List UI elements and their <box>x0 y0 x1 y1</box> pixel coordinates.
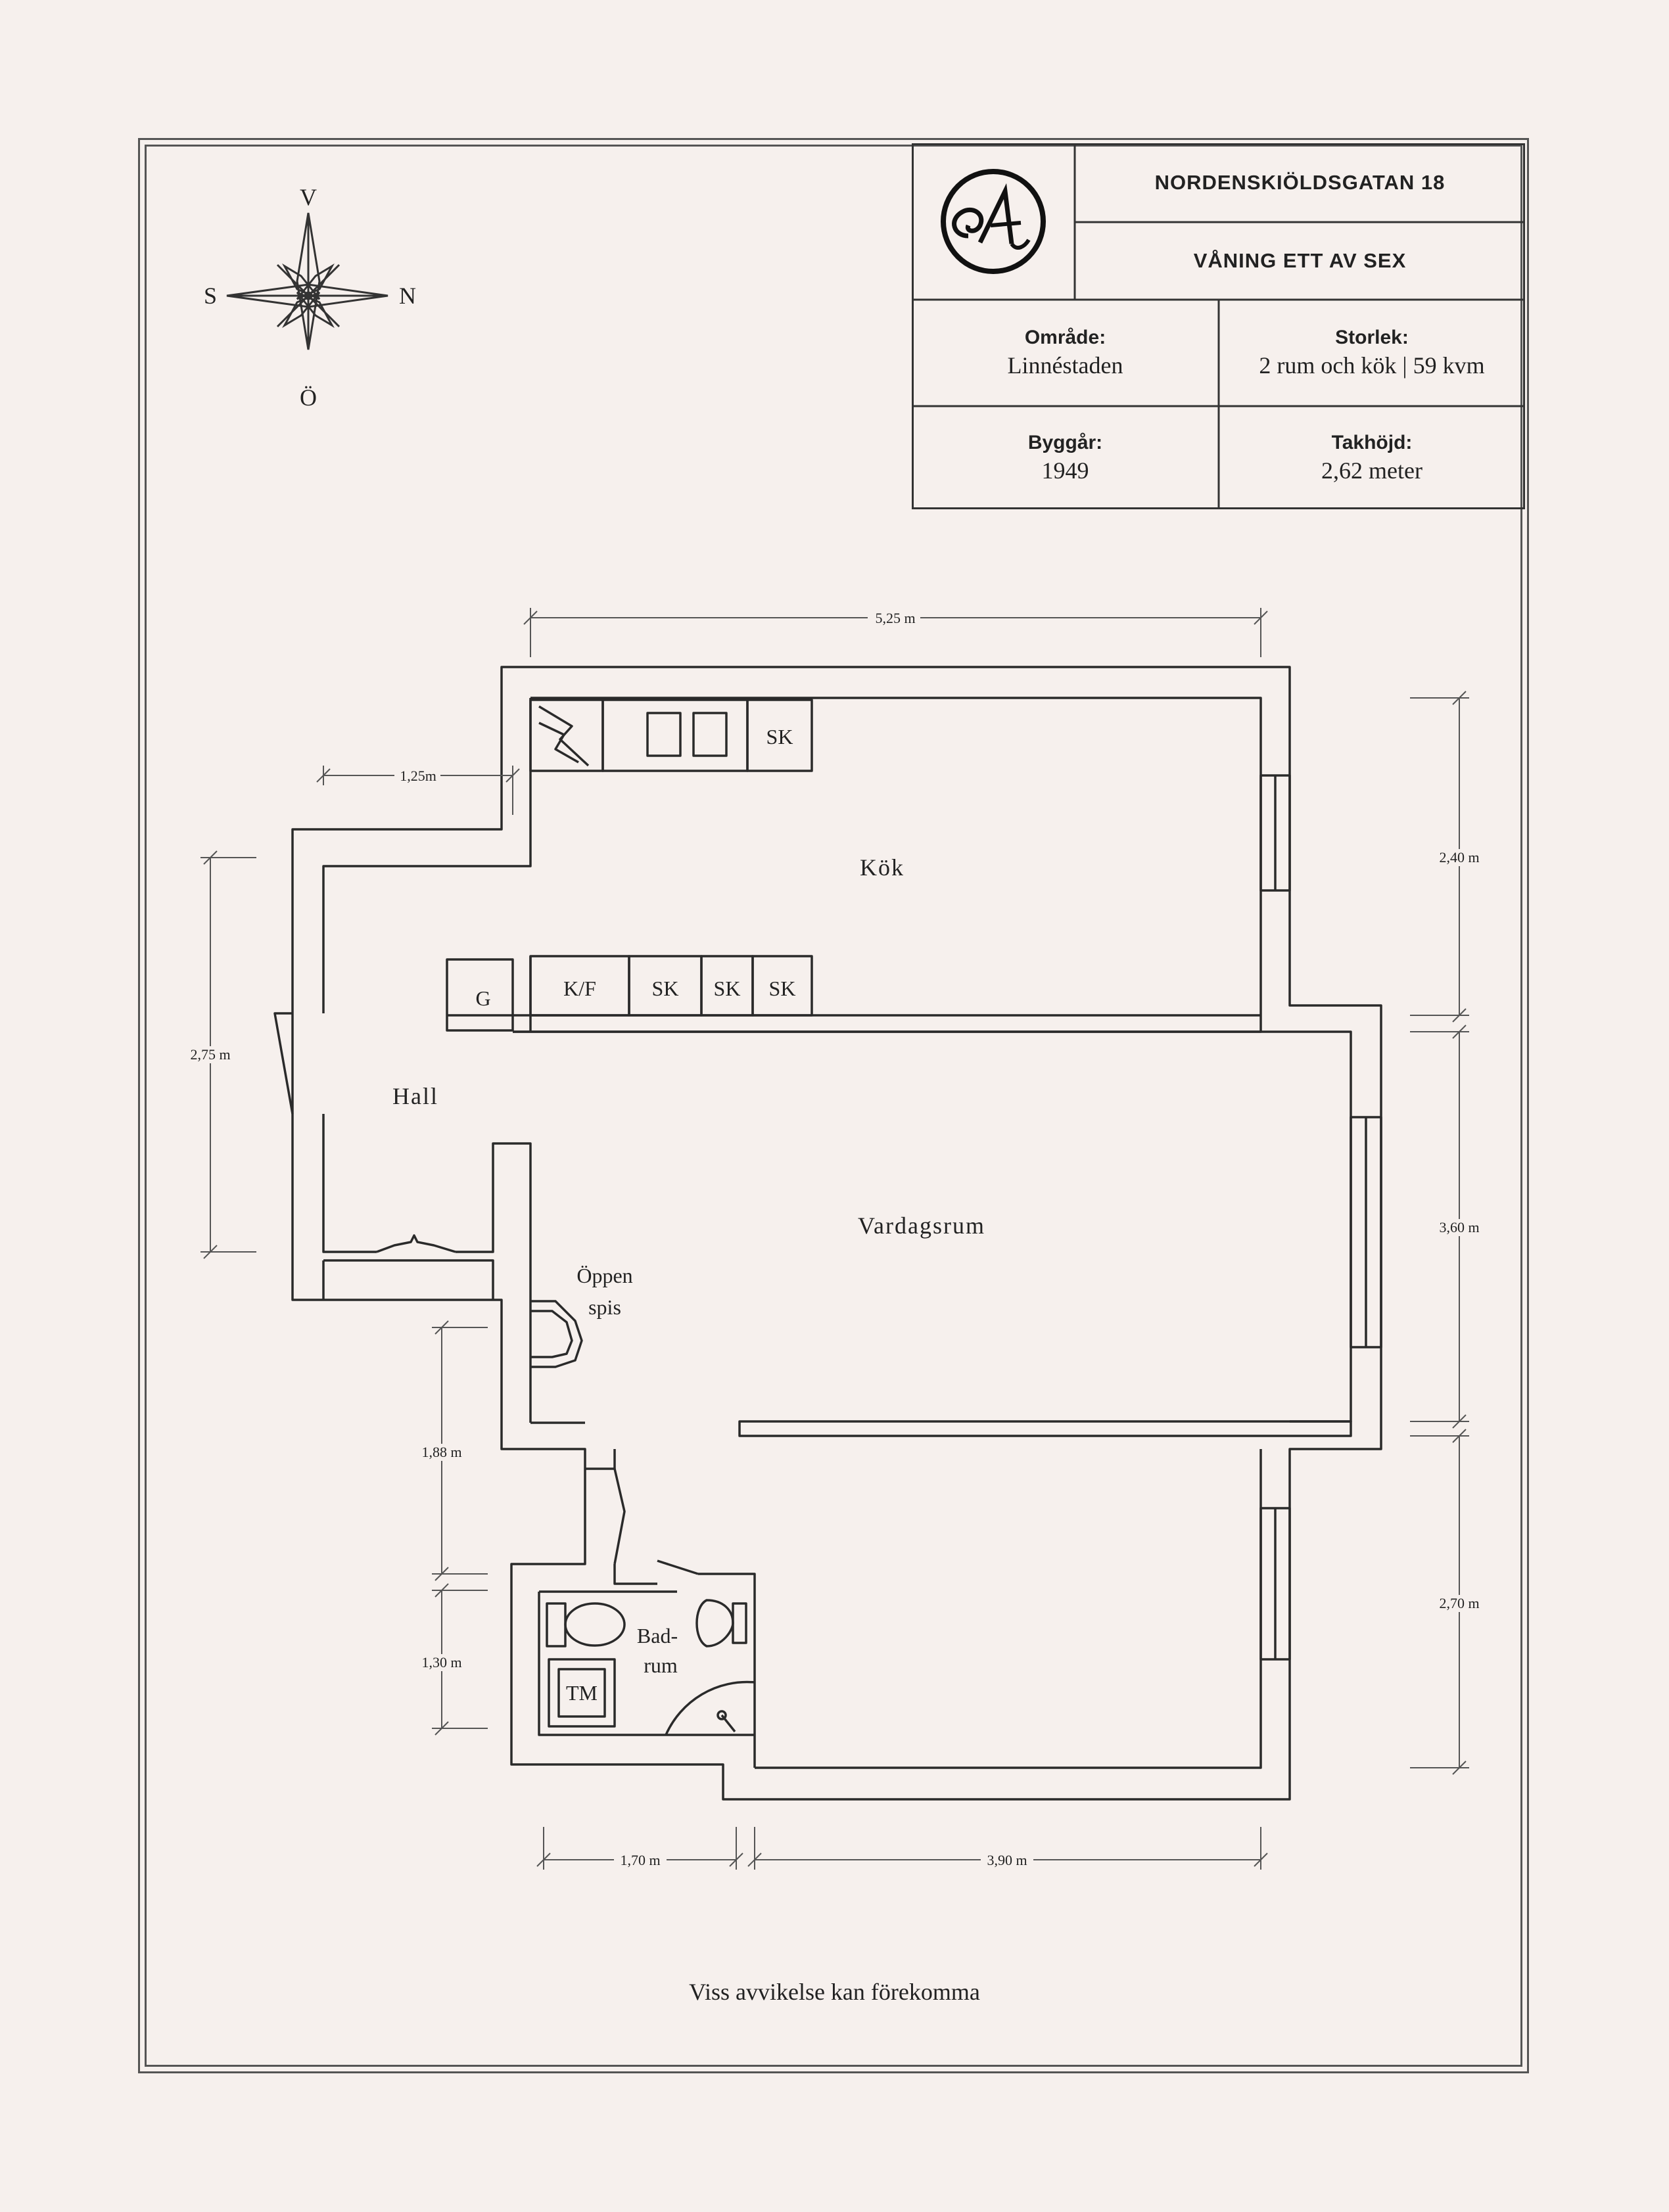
room-living-label: Vardagsrum <box>858 1212 985 1239</box>
size-value: 2 rum och kök | 59 kvm <box>1259 352 1485 379</box>
fireplace-label-2: spis <box>588 1295 621 1319</box>
walls <box>273 666 1382 1801</box>
dimension-labels: 5,25 m 1,25m 2,40 m 3,60 m 2,70 m 2,75 m… <box>184 610 1486 1868</box>
compass-rose-icon <box>226 212 388 350</box>
logo-monogram-icon <box>941 169 1046 274</box>
dim-hall-top: 1,25m <box>400 768 436 784</box>
dim-top: 5,25 m <box>875 610 915 626</box>
area-value: Linnéstaden <box>1007 352 1123 379</box>
fixture-sk-1: SK <box>652 977 679 1000</box>
compass-west-label: S <box>204 283 217 309</box>
dim-bottom-bedroom: 3,90 m <box>987 1852 1027 1868</box>
outer-frame <box>138 138 1529 2073</box>
dim-left-hall: 2,75 m <box>190 1046 230 1063</box>
room-kitchen-label: Kök <box>860 854 905 881</box>
inner-frame <box>145 145 1522 2067</box>
logo <box>912 143 1075 300</box>
bath-label-1: Bad- <box>637 1624 678 1647</box>
dim-right-kitchen: 2,40 m <box>1439 849 1479 865</box>
fixture-sk-2: SK <box>714 977 741 1000</box>
ceiling-cell: Takhöjd: 2,62 meter <box>1219 406 1525 509</box>
size-cell: Storlek: 2 rum och kök | 59 kvm <box>1219 300 1525 406</box>
year-cell: Byggår: 1949 <box>912 406 1219 509</box>
floor-label: VÅNING ETT AV SEX <box>1193 249 1407 272</box>
ceiling-label: Takhöjd: <box>1331 431 1413 453</box>
dim-right-living: 3,60 m <box>1439 1219 1479 1235</box>
title-block: NORDENSKIÖLDSGATAN 18 VÅNING ETT AV SEX … <box>912 143 1525 509</box>
year-label: Byggår: <box>1027 431 1103 453</box>
compass-east-label: N <box>399 283 416 309</box>
dim-bottom-bath: 1,70 m <box>620 1852 660 1868</box>
fixture-tm: TM <box>566 1681 598 1705</box>
fireplace-label-1: Öppen <box>576 1264 632 1287</box>
title-block-grid <box>912 143 1525 509</box>
bath-label-2: rum <box>644 1653 678 1677</box>
room-hall-label: Hall <box>392 1083 438 1109</box>
area-cell: Område: Linnéstaden <box>912 300 1219 406</box>
compass-south-label: Ö <box>300 384 317 411</box>
ceiling-value: 2,62 meter <box>1321 457 1422 484</box>
dim-left-bath: 1,30 m <box>421 1654 461 1671</box>
dim-right-bedroom: 2,70 m <box>1439 1595 1479 1611</box>
year-value: 1949 <box>1041 457 1089 484</box>
area-label: Område: <box>1024 327 1106 348</box>
compass-north-label: V <box>300 184 317 210</box>
address: NORDENSKIÖLDSGATAN 18 <box>1154 171 1446 194</box>
fixture-sk-3: SK <box>769 977 796 1000</box>
fixture-kf: K/F <box>563 977 596 1000</box>
dim-left-corridor: 1,88 m <box>421 1444 461 1460</box>
footer-note: Viss avvikelse kan förekomma <box>689 1979 980 2005</box>
fixture-g: G <box>475 986 490 1010</box>
fixture-sk-top: SK <box>766 725 793 749</box>
size-label: Storlek: <box>1335 327 1409 348</box>
dimension-lines <box>200 608 1469 1870</box>
